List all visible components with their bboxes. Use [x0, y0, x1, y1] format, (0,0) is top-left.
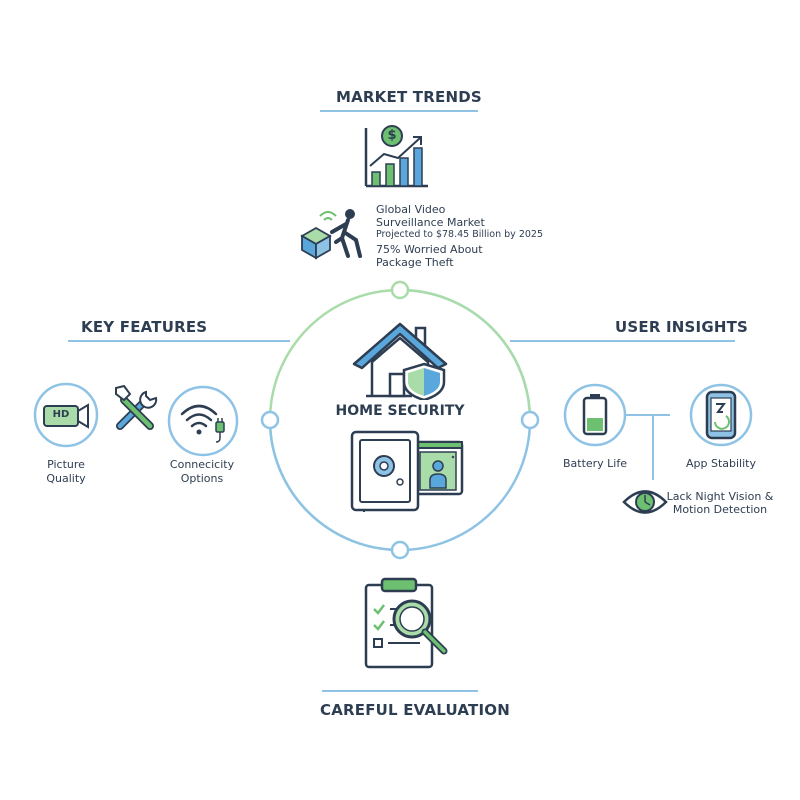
picture-quality-label-2: Quality [46, 472, 86, 485]
center-title: HOME SECURITY [335, 403, 465, 419]
connectivity-label-2: Options [180, 472, 224, 485]
picture-quality-label-1: Picture [47, 458, 85, 471]
safe-icon [350, 430, 420, 512]
connectivity-label-1: Connecicity [169, 458, 235, 471]
clipboard-magnifier-icon [364, 577, 448, 669]
title-overline [322, 690, 478, 692]
title-underline [320, 110, 478, 112]
market-text-line3: Projected to $78.45 Billion by 2025 [376, 229, 543, 240]
battery-life-label: Battery Life [562, 457, 628, 470]
market-text-line1: Global Video [376, 203, 446, 216]
hd-camera-icon [33, 382, 99, 448]
node-bottom [390, 540, 410, 560]
market-text-line4: 75% Worried About [376, 243, 483, 256]
wifi-plug-icon [167, 385, 239, 457]
night-vision-label-1: Lack Night Vision & [666, 490, 774, 503]
market-text-line5: Package Theft [376, 256, 454, 269]
night-vision-label-2: Motion Detection [672, 503, 768, 516]
node-top [390, 280, 410, 300]
hd-badge: HD [52, 409, 70, 420]
eye-icon [622, 490, 668, 514]
phone-icon [689, 383, 753, 447]
market-text-line2: Surveillance Market [376, 216, 485, 229]
dollar-coin-icon: $ [381, 125, 403, 147]
bar-chart-icon [364, 128, 428, 188]
app-stability-label: App Stability [686, 457, 756, 470]
battery-icon [563, 383, 627, 447]
section-title-market-trends: MARKET TRENDS [336, 88, 482, 106]
package-theft-icon [300, 209, 362, 260]
node-left [260, 410, 280, 430]
section-title-user-insights: USER INSIGHTS [615, 318, 749, 336]
wrench-icon [115, 384, 158, 430]
node-right [520, 410, 540, 430]
section-title-key-features: KEY FEATURES [81, 318, 208, 336]
section-title-careful-evaluation: CAREFUL EVALUATION [320, 701, 510, 719]
house-shield-icon [352, 322, 448, 400]
